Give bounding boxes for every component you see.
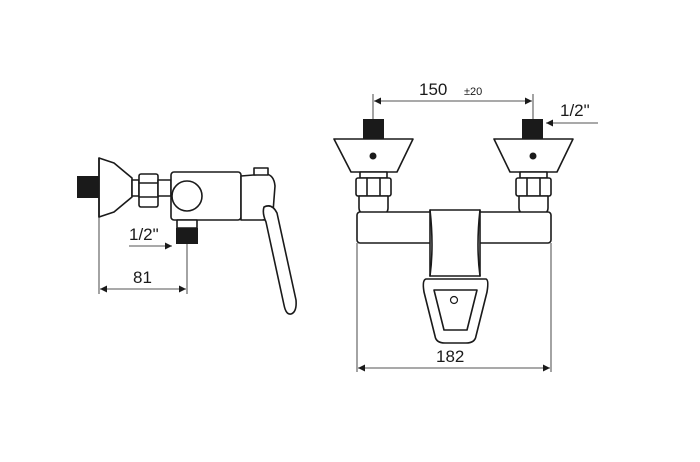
front-view: 150 ±20 1/2" 182 xyxy=(333,80,598,372)
left-inlet-stub xyxy=(363,119,384,139)
right-hex-nut xyxy=(515,177,552,197)
right-escutcheon-screw xyxy=(529,152,537,160)
side-outlet-body xyxy=(176,219,198,229)
side-fitting-collar xyxy=(131,179,140,197)
left-fitting-collar xyxy=(359,171,388,179)
side-lever xyxy=(262,205,297,315)
side-escutcheon xyxy=(98,157,133,218)
front-lever xyxy=(422,278,489,344)
front-thread-label: 1/2" xyxy=(560,101,590,120)
front-lever-inner xyxy=(433,289,478,331)
front-centers-tolerance: ±20 xyxy=(464,86,482,98)
side-lever-cap xyxy=(253,167,269,176)
side-valve-body xyxy=(170,171,242,221)
front-right-inlet xyxy=(493,119,574,217)
wall-connector-nut xyxy=(77,176,99,198)
side-thread-label: 1/2" xyxy=(129,225,159,244)
side-connector xyxy=(157,179,172,197)
front-centers-dimension: 150 xyxy=(419,80,447,99)
front-width-dimension: 182 xyxy=(436,347,464,366)
side-body-circle xyxy=(171,180,203,212)
front-left-inlet xyxy=(333,119,414,217)
right-inlet-stub xyxy=(522,119,543,139)
side-view: 1/2" 81 xyxy=(77,157,297,315)
left-hex-nut xyxy=(355,177,392,197)
right-fitting-collar xyxy=(519,171,548,179)
front-central-block xyxy=(429,209,481,277)
front-lever-screw xyxy=(449,295,459,305)
side-hex-nut xyxy=(138,173,159,208)
side-outlet-thread xyxy=(176,228,198,244)
side-depth-dimension: 81 xyxy=(133,268,152,287)
left-escutcheon-screw xyxy=(369,152,377,160)
